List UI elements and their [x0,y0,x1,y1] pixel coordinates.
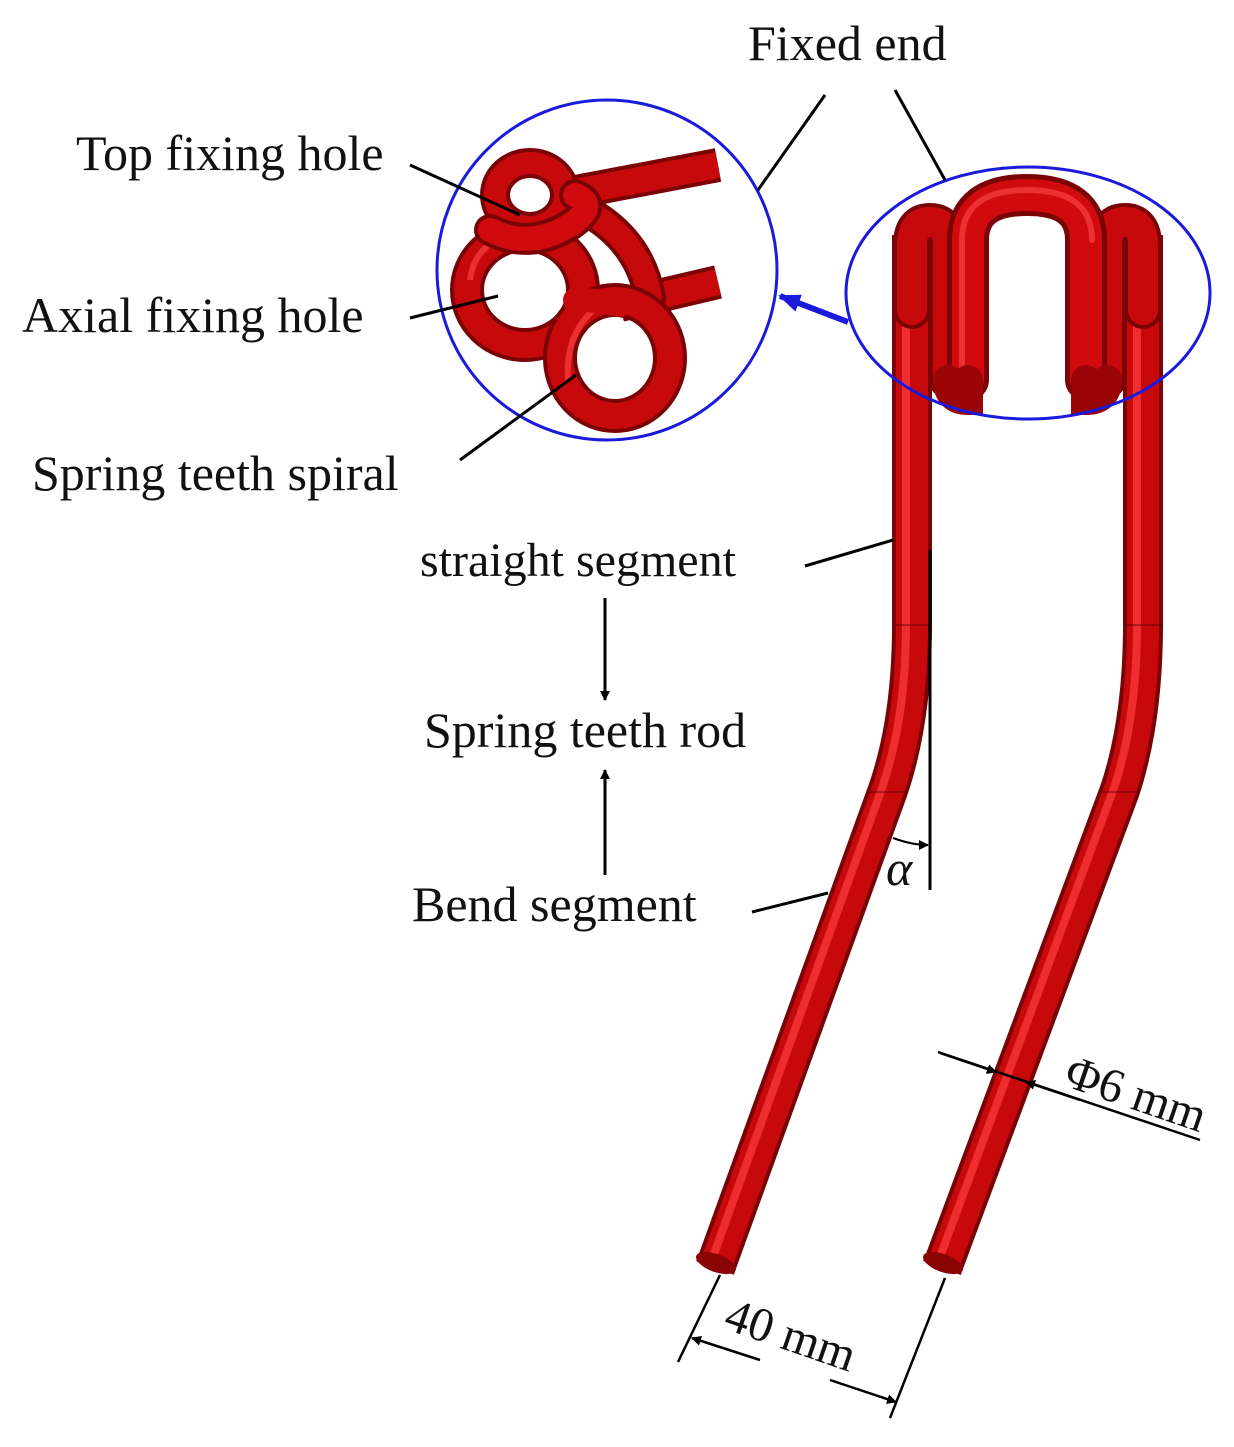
detail-callout-circle [435,98,779,442]
leader-top-fixing-hole [409,163,521,217]
left-rod-end [696,1251,736,1275]
leader-bend-segment [751,891,829,914]
leader-fixed-end-right [893,89,947,181]
angle-arc [892,837,929,850]
label-fixed-end: Fixed end [748,15,947,71]
label-bend-segment: Bend segment [412,876,697,932]
detail-view [450,148,722,433]
label-axial-fixing-hole: Axial fixing hole [22,287,364,343]
label-spring-teeth-spiral: Spring teeth spiral [32,445,399,501]
label-top-fixing-hole: Top fixing hole [76,125,384,181]
label-diameter: Φ6 mm [1058,1045,1213,1143]
leader-axial-fixing-hole [409,294,499,320]
spacing-dimension [676,1274,947,1419]
right-rod-end [923,1251,963,1275]
label-straight-segment: straight segment [420,534,737,587]
fixed-end-callout-ellipse [844,165,1212,421]
diameter-dimension [937,1050,1201,1142]
leader-straight-segment [804,538,894,568]
leader-lines [409,89,947,914]
spring-tooth-body [696,235,1163,1275]
label-spring-teeth-rod: Spring teeth rod [424,702,746,758]
fixed-end-coil [893,173,1162,416]
leader-spring-teeth-spiral [459,373,577,462]
zoom-arrow [778,293,850,325]
leader-fixed-end-left [756,94,827,191]
label-alpha: α [886,840,914,896]
label-spacing: 40 mm [718,1288,863,1382]
